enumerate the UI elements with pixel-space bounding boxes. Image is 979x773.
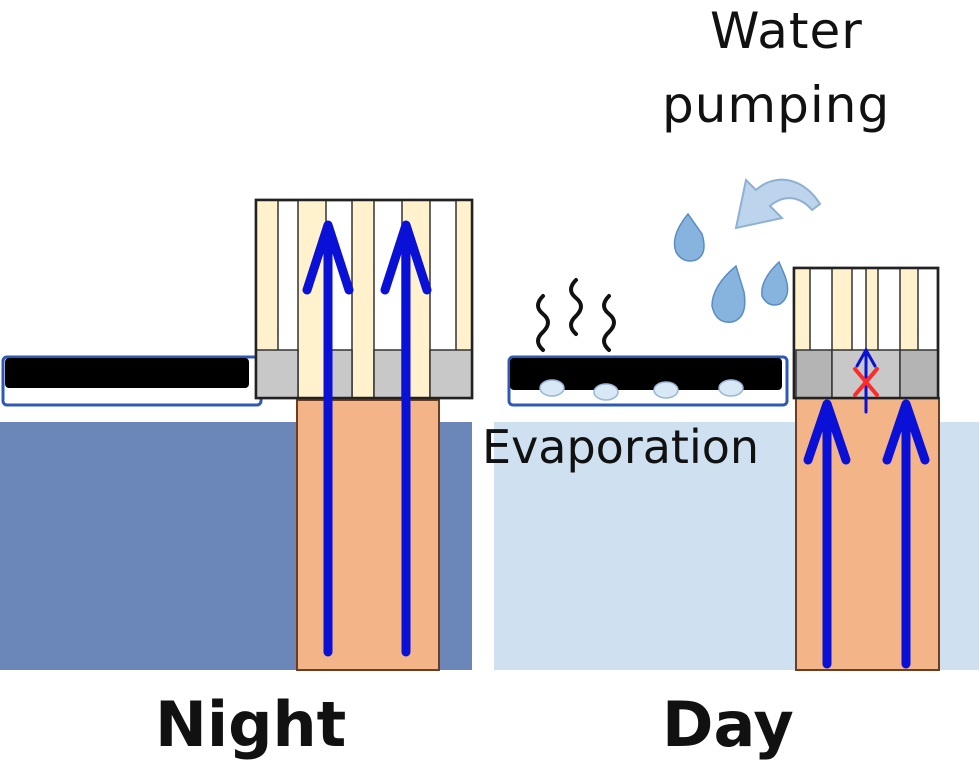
day-panel	[494, 177, 979, 671]
day-label: Day	[662, 688, 794, 761]
night-stripe-block	[254, 198, 474, 400]
night-panel	[0, 198, 474, 671]
evaporation-label: Evaporation	[482, 420, 760, 474]
night-water-column	[296, 399, 440, 671]
water-pumping-label-line1: Water	[710, 2, 863, 60]
blocked-x-icon	[853, 346, 879, 414]
night-upward-arrows	[302, 220, 432, 657]
day-upward-arrows	[803, 399, 930, 669]
night-floating-plate	[1, 355, 263, 407]
night-label: Night	[155, 688, 347, 761]
water-droplets-icon	[673, 212, 789, 323]
water-pumping-label-line2: pumping	[662, 76, 891, 134]
day-floating-plate	[507, 355, 789, 407]
curved-arrow-icon	[734, 177, 822, 230]
heat-waves-icon	[536, 278, 616, 352]
